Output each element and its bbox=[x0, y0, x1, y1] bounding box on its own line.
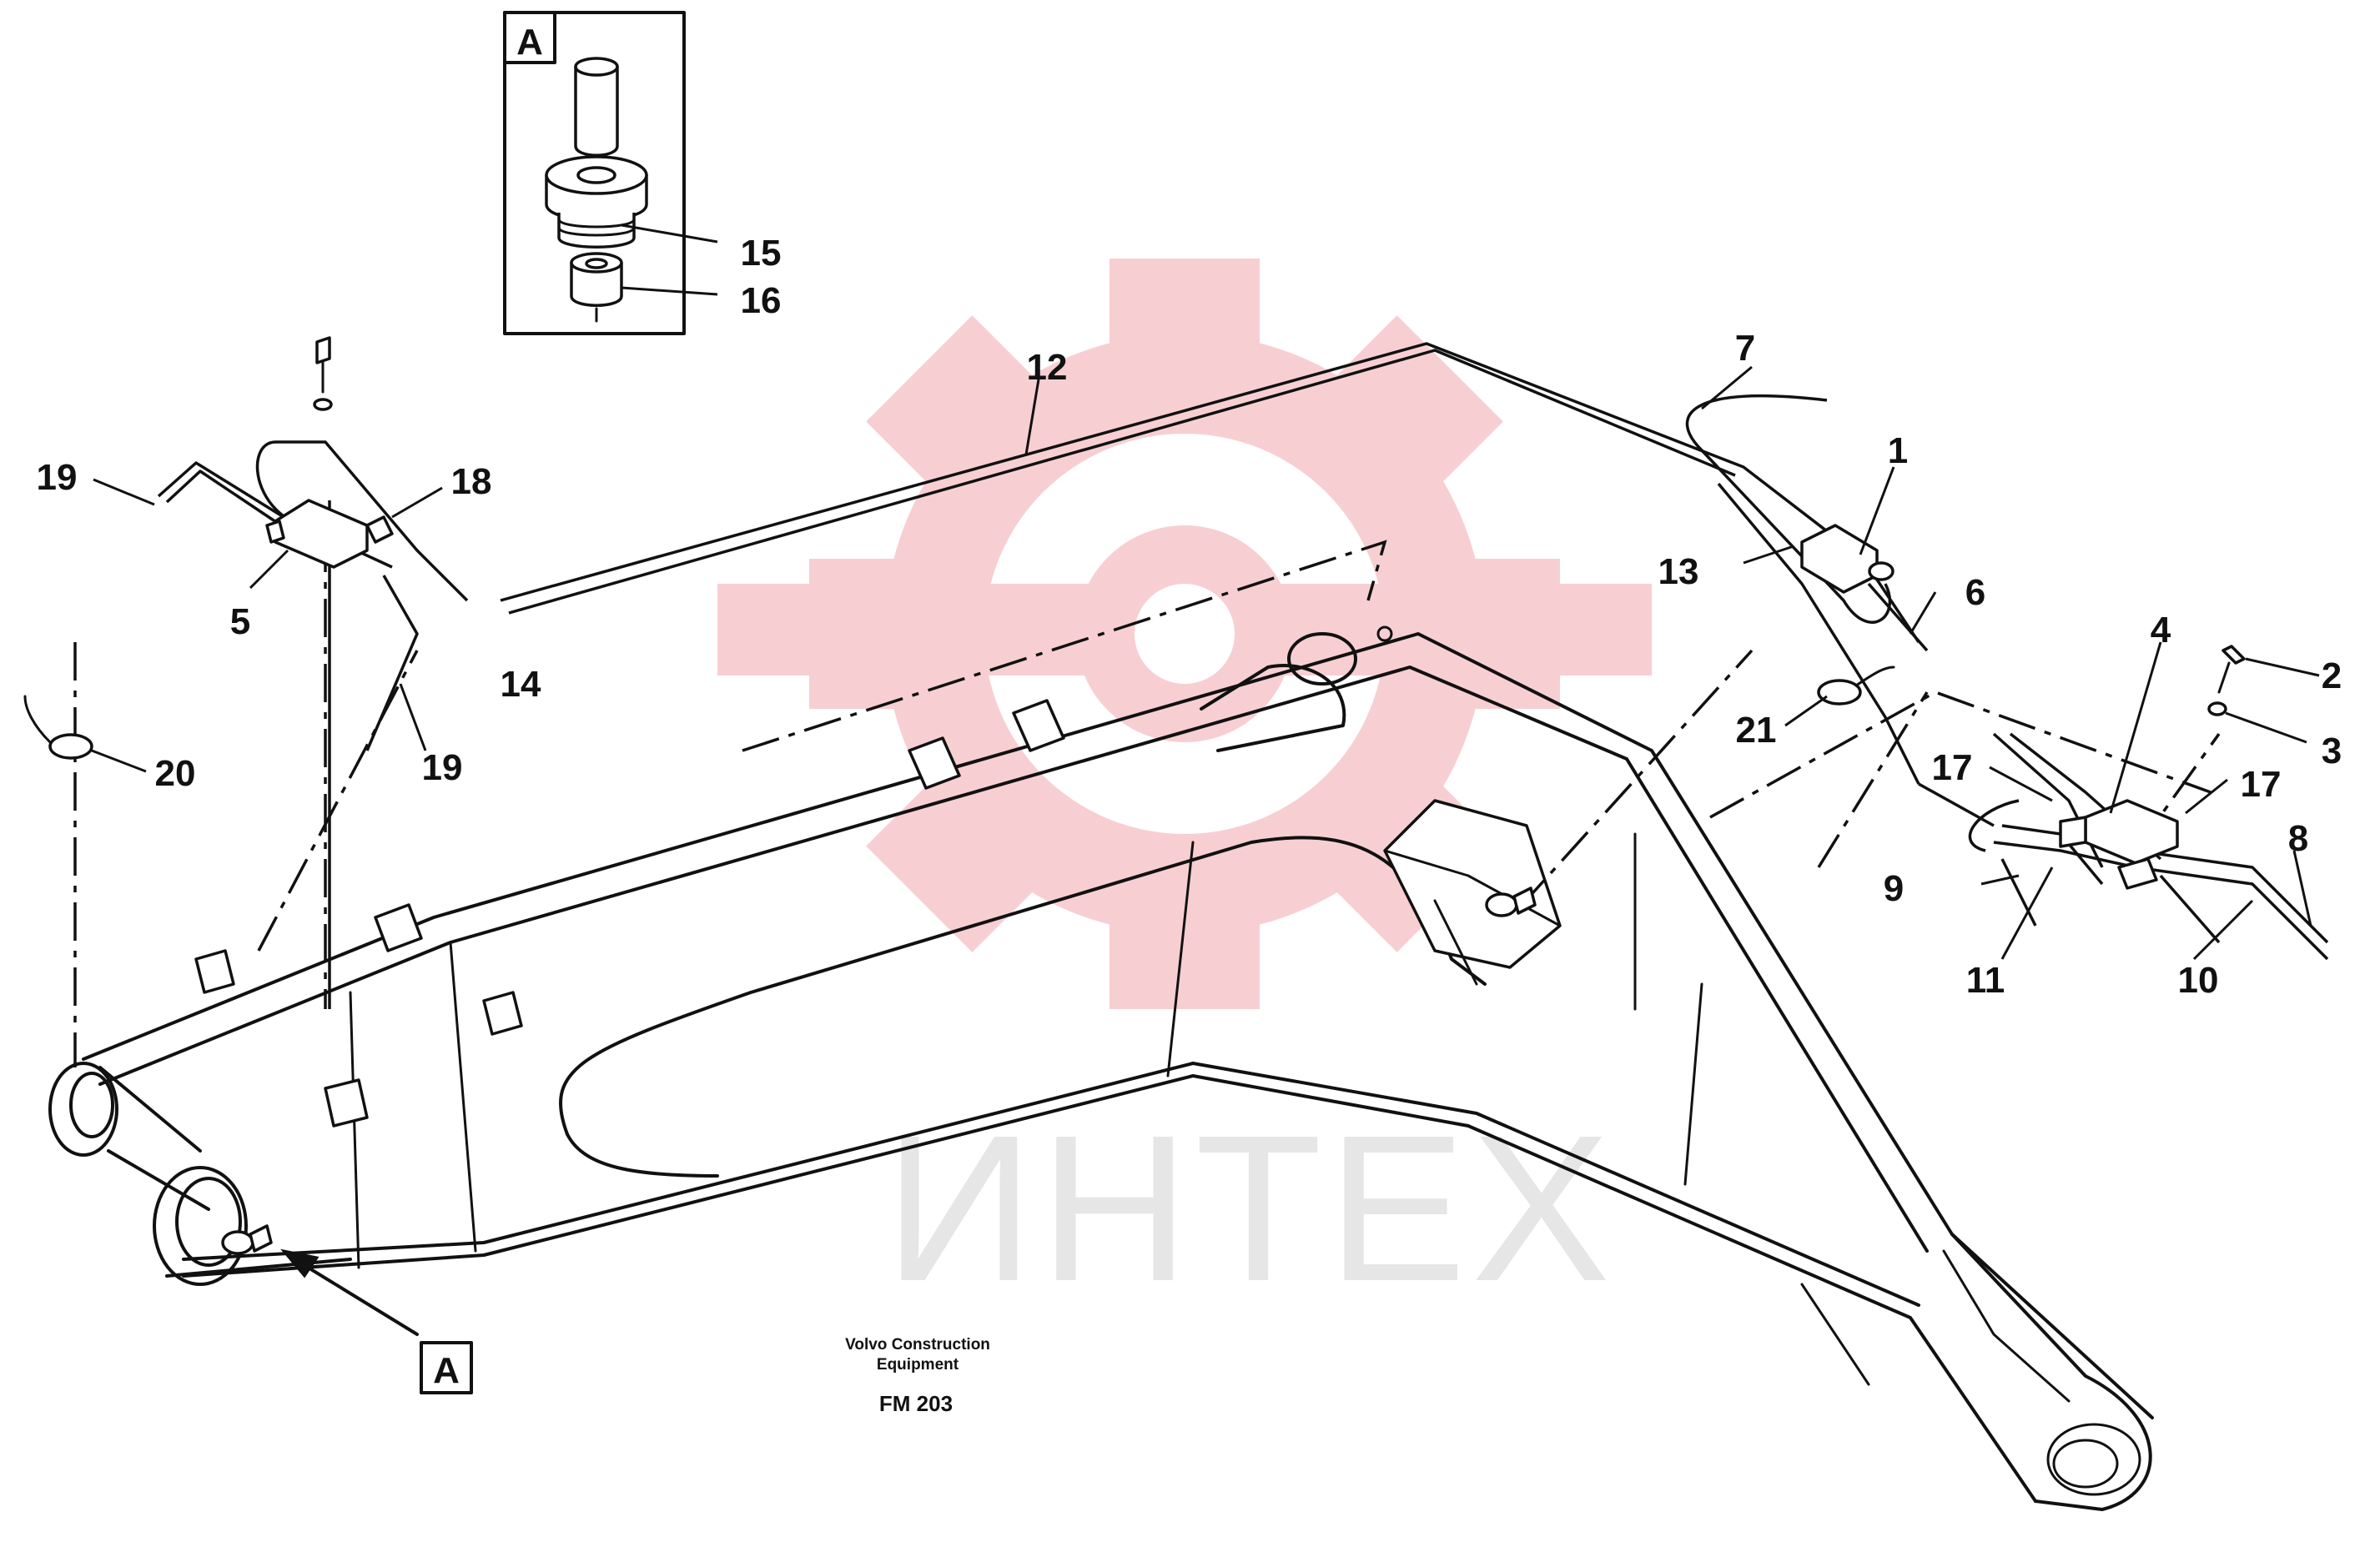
callout-10: 10 bbox=[2178, 960, 2219, 1001]
callout-18: 18 bbox=[451, 461, 492, 502]
caption-code: FM 203 bbox=[879, 1391, 953, 1416]
component-valve-block-5 bbox=[265, 499, 394, 569]
watermark-gear-logo bbox=[717, 259, 1652, 1009]
caption-line1: Volvo Construction bbox=[845, 1336, 990, 1354]
callout-21: 21 bbox=[1736, 710, 1777, 751]
component-valve-block-1 bbox=[1800, 524, 1894, 594]
component-clamp-20 bbox=[23, 695, 93, 760]
component-bolt-2-top bbox=[313, 336, 333, 411]
callout-4: 4 bbox=[2151, 610, 2171, 650]
callout-19-left: 19 bbox=[37, 457, 78, 498]
callout-12: 12 bbox=[1027, 347, 1068, 388]
caption-line2: Equipment bbox=[877, 1356, 959, 1374]
component-fitting-right bbox=[1485, 887, 1537, 917]
leader-lines bbox=[91, 224, 2320, 961]
view-marker-label: A bbox=[433, 1350, 460, 1391]
component-bolt-2-right bbox=[2207, 645, 2246, 716]
detail-view-a: A bbox=[503, 11, 686, 335]
callout-14: 14 bbox=[501, 664, 541, 705]
callout-8: 8 bbox=[2288, 818, 2308, 859]
callout-17-left: 17 bbox=[1932, 747, 1973, 788]
view-marker-a: A bbox=[280, 1248, 473, 1394]
callout-6: 6 bbox=[1965, 572, 1985, 613]
callout-11: 11 bbox=[1966, 960, 2005, 1001]
callout-20: 20 bbox=[155, 753, 196, 794]
component-fitting-left bbox=[221, 1224, 273, 1255]
callout-13: 13 bbox=[1658, 551, 1699, 592]
boom-structure bbox=[48, 625, 2154, 1511]
watermark-text: ИНТЕХ bbox=[884, 1092, 1615, 1324]
installation-lines bbox=[73, 534, 2221, 1067]
callout-2: 2 bbox=[2322, 655, 2342, 696]
callout-15: 15 bbox=[741, 233, 782, 274]
callout-3: 3 bbox=[2322, 731, 2342, 771]
callout-16: 16 bbox=[741, 280, 782, 321]
callout-5: 5 bbox=[230, 601, 250, 642]
callout-labels: 1 2 3 4 5 6 7 8 9 10 11 12 13 14 15 16 1… bbox=[37, 233, 2342, 1001]
callout-9: 9 bbox=[1884, 868, 1904, 909]
callout-17-right: 17 bbox=[2241, 764, 2282, 805]
pipe-clip bbox=[194, 699, 1065, 1128]
callout-1: 1 bbox=[1888, 430, 1908, 471]
component-valve-block-4 bbox=[2059, 799, 2179, 890]
callout-19-right: 19 bbox=[422, 747, 463, 788]
callout-7: 7 bbox=[1735, 328, 1755, 369]
manufacturer-caption: Volvo Construction Equipment FM 203 bbox=[845, 1336, 990, 1416]
detail-view-label: A bbox=[516, 22, 543, 63]
component-clamp-21 bbox=[1817, 666, 1895, 706]
